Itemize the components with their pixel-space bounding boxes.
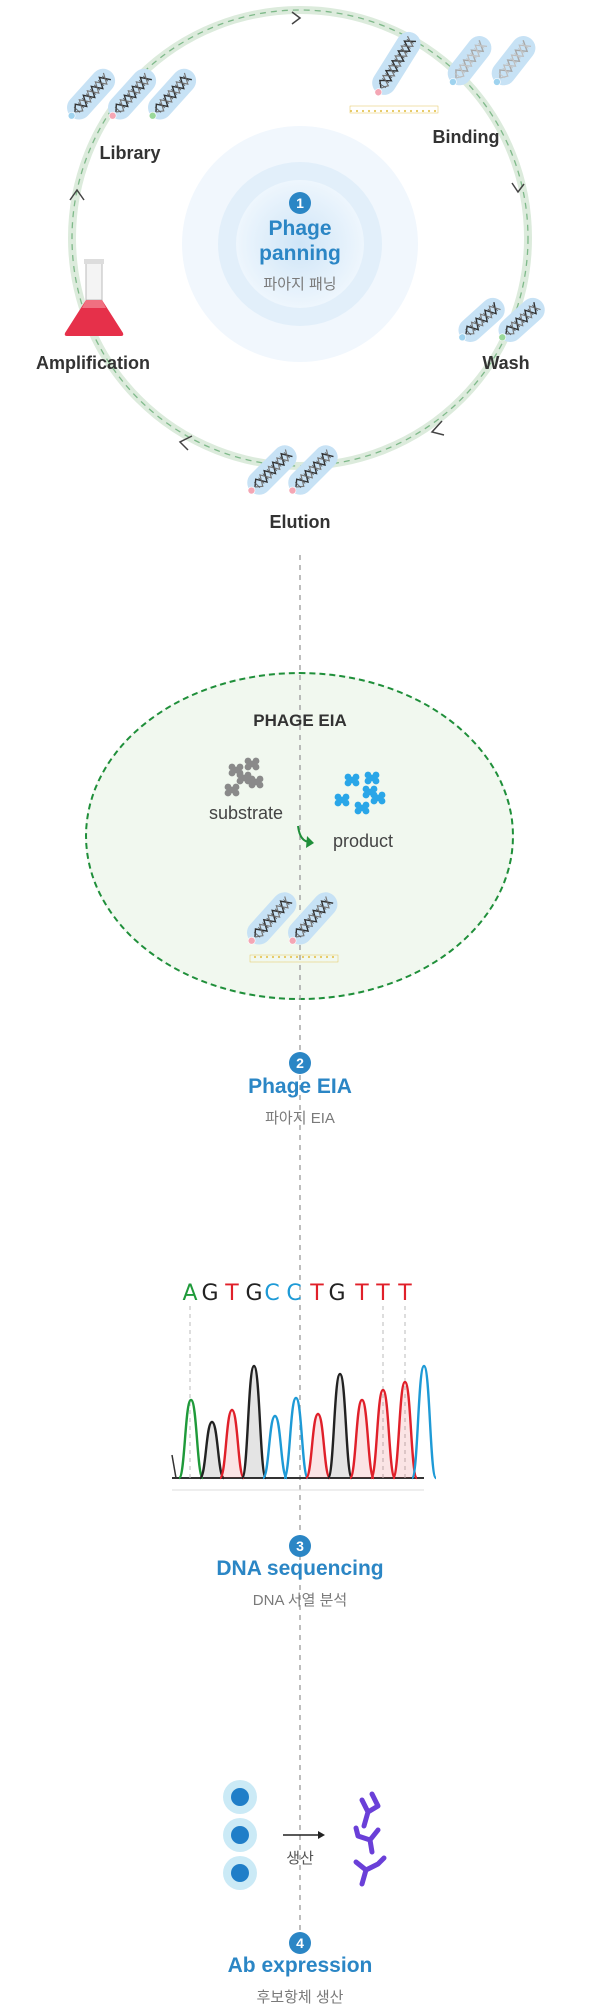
trace-peak (304, 1412, 332, 1480)
sequencing-title: DNA sequencing (216, 1557, 384, 1580)
particle-icon (244, 757, 260, 771)
expression-subtitle: 후보항체 생산 (256, 1989, 344, 2006)
phage-icon (288, 445, 338, 495)
trace-peak (261, 1414, 289, 1480)
particle-icon (362, 785, 378, 799)
step-number-1: 1 (289, 192, 311, 214)
step-number-3: 3 (289, 1535, 311, 1557)
phage-icon (447, 36, 492, 86)
sequence-base-5: C (264, 1281, 280, 1306)
phage-icon (247, 445, 297, 495)
expression-title: Ab expression (227, 1954, 373, 1977)
step-wash-label: Wash (482, 353, 530, 373)
step-library-label: Library (99, 143, 161, 163)
step-elution-label: Elution (269, 512, 331, 532)
center-halo-inner (236, 180, 364, 308)
sequence-base-11: T (398, 1281, 412, 1306)
panning-title: Phage panning (259, 216, 341, 266)
host-cells (223, 1780, 257, 1890)
trace-peak (282, 1396, 310, 1480)
sequence-base-10: T (376, 1281, 390, 1306)
eia-plate (249, 954, 339, 963)
phage-icon (67, 68, 116, 120)
sequence-base-8: G (328, 1281, 346, 1306)
sequence-base-6: C (286, 1281, 302, 1306)
phage-icon (148, 68, 197, 120)
phage-icon (458, 297, 505, 342)
phage-icon (372, 31, 421, 97)
phage-icon (498, 297, 545, 342)
trace-peak (240, 1364, 268, 1480)
eia-subtitle: 파아지 EIA (265, 1110, 335, 1127)
particle-icon (236, 771, 252, 785)
eia-title: Phage EIA (248, 1075, 352, 1098)
panning-title-line2: panning (259, 242, 341, 265)
step-binding-label: Binding (432, 127, 500, 147)
sequencing-subtitle: DNA 서열 분석 (252, 1592, 348, 1609)
product-label: product (332, 831, 394, 851)
chromatogram-traces (177, 1306, 438, 1480)
trace-peak (218, 1408, 246, 1480)
phage-icon (288, 892, 338, 945)
cycle-arrows (69, 11, 525, 451)
panning-cycle-path (71, 9, 529, 467)
step-number-2: 2 (289, 1052, 311, 1074)
panning-subtitle: 파아지 패닝 (263, 276, 337, 293)
substrate-label: substrate (208, 803, 284, 823)
particle-layer (224, 757, 386, 815)
sequence-base-4: G (245, 1281, 263, 1306)
particle-icon (344, 773, 360, 787)
trace-peak (410, 1364, 438, 1480)
production-arrow (283, 1831, 325, 1839)
phage-layer (67, 31, 545, 945)
sequence-base-7: T (310, 1281, 324, 1306)
particle-icon (364, 771, 380, 785)
sequence-base-3: T (225, 1281, 239, 1306)
reaction-arrow (297, 825, 314, 848)
trace-peak (369, 1388, 397, 1480)
sequence-base-9: T (355, 1281, 369, 1306)
trace-peak (177, 1398, 205, 1480)
trace-peak (348, 1398, 376, 1480)
binding-plate (349, 105, 439, 114)
trace-peak (326, 1372, 354, 1480)
particle-icon (354, 801, 370, 815)
production-label: 생산 (286, 1850, 314, 1867)
step-number-4: 4 (289, 1932, 311, 1954)
step-amplification-label: Amplification (35, 353, 151, 373)
sequence-base-2: G (201, 1281, 219, 1306)
trace-peak (198, 1420, 226, 1480)
panning-title-line1: Phage (268, 217, 332, 240)
amplification-flask-icon (64, 259, 124, 336)
particle-icon (224, 783, 240, 797)
phage-icon (108, 68, 157, 120)
phage-icon (491, 36, 536, 86)
sequence-base-1: A (182, 1281, 198, 1306)
particle-icon (334, 793, 350, 807)
antibody-icons (353, 1791, 387, 1887)
eia-header: PHAGE EIA (253, 711, 347, 730)
phage-icon (247, 892, 297, 945)
trace-peak (391, 1380, 419, 1480)
